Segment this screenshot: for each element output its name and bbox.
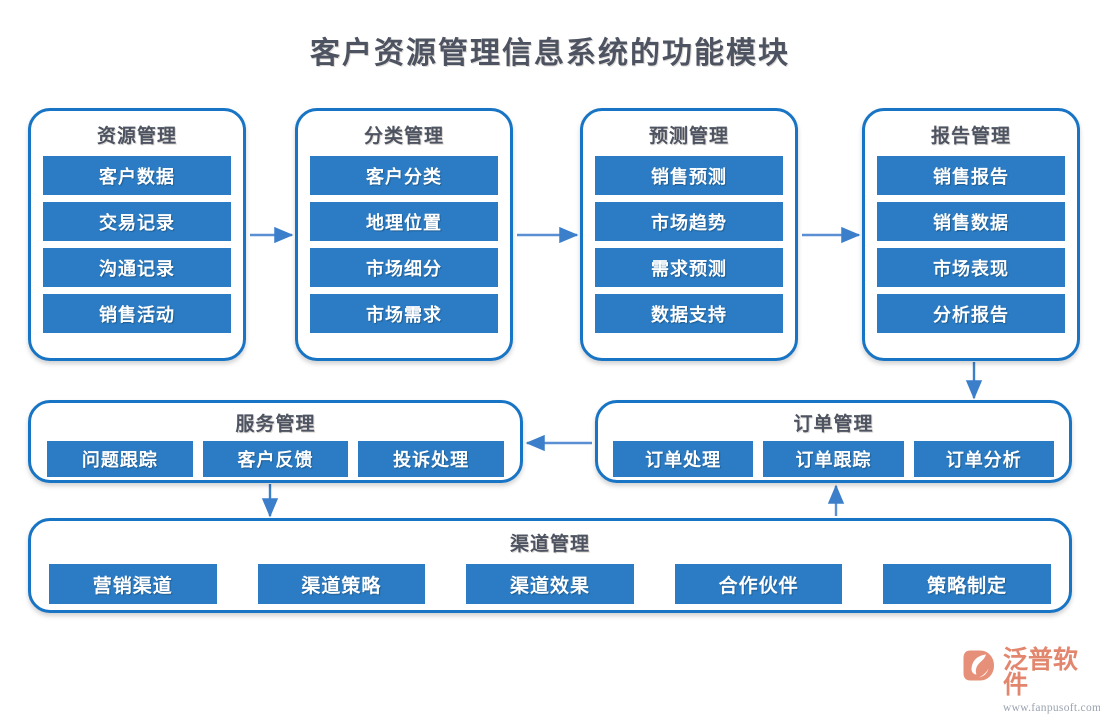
module-item-list: 客户数据 交易记录 沟通记录 销售活动 [31, 156, 243, 333]
page-title: 客户资源管理信息系统的功能模块 [310, 37, 790, 70]
module-item[interactable]: 投诉处理 [358, 441, 505, 477]
module-item[interactable]: 订单处理 [613, 441, 754, 477]
module-item[interactable]: 客户反馈 [202, 441, 349, 477]
module-item[interactable]: 渠道策略 [257, 564, 426, 604]
module-item[interactable]: 分析报告 [877, 294, 1065, 333]
module-order-management[interactable]: 订单管理 订单处理 订单跟踪 订单分析 [595, 400, 1072, 483]
module-item[interactable]: 地理位置 [310, 202, 498, 241]
module-item[interactable]: 问题跟踪 [47, 441, 193, 477]
module-channel-management[interactable]: 渠道管理 营销渠道 渠道策略 渠道效果 合作伙伴 策略制定 [28, 518, 1072, 613]
module-item-list: 订单处理 订单跟踪 订单分析 [598, 441, 1069, 477]
brand-url: www.fanpusoft.com [1003, 702, 1100, 714]
module-title: 报告管理 [930, 126, 1011, 147]
module-item-list: 销售报告 销售数据 市场表现 分析报告 [865, 156, 1077, 333]
module-title: 订单管理 [793, 414, 874, 435]
module-item[interactable]: 客户分类 [310, 156, 498, 195]
module-item[interactable]: 需求预测 [595, 248, 783, 287]
module-item-list: 问题跟踪 客户反馈 投诉处理 [31, 441, 520, 477]
module-title: 服务管理 [235, 414, 316, 435]
brand-name: 泛普软件 [1003, 647, 1079, 699]
module-title: 预测管理 [648, 126, 729, 147]
module-item[interactable]: 销售活动 [43, 294, 231, 333]
module-forecast-management[interactable]: 预测管理 销售预测 市场趋势 需求预测 数据支持 [580, 108, 798, 361]
module-category-management[interactable]: 分类管理 客户分类 地理位置 市场细分 市场需求 [295, 108, 513, 361]
module-title: 渠道管理 [509, 534, 590, 555]
module-report-management[interactable]: 报告管理 销售报告 销售数据 市场表现 分析报告 [862, 108, 1080, 361]
module-item[interactable]: 市场细分 [310, 248, 498, 287]
module-item[interactable]: 数据支持 [595, 294, 783, 333]
module-item-list: 销售预测 市场趋势 需求预测 数据支持 [583, 156, 795, 333]
module-item[interactable]: 策略制定 [883, 564, 1051, 604]
brand-logo: 泛普软件 www.fanpusoft.com [962, 648, 1100, 714]
module-item[interactable]: 合作伙伴 [674, 564, 843, 604]
module-resource-management[interactable]: 资源管理 客户数据 交易记录 沟通记录 销售活动 [28, 108, 246, 361]
module-service-management[interactable]: 服务管理 问题跟踪 客户反馈 投诉处理 [28, 400, 523, 483]
module-item[interactable]: 订单跟踪 [763, 441, 904, 477]
module-item[interactable]: 订单分析 [913, 441, 1054, 477]
module-item[interactable]: 市场需求 [310, 294, 498, 333]
module-item[interactable]: 市场趋势 [595, 202, 783, 241]
module-item[interactable]: 市场表现 [877, 248, 1065, 287]
module-item-list: 客户分类 地理位置 市场细分 市场需求 [298, 156, 510, 333]
module-item[interactable]: 客户数据 [43, 156, 231, 195]
module-item[interactable]: 渠道效果 [466, 564, 634, 604]
module-item[interactable]: 销售预测 [595, 156, 783, 195]
module-item-list: 营销渠道 渠道策略 渠道效果 合作伙伴 策略制定 [31, 564, 1069, 604]
module-title: 资源管理 [96, 126, 177, 147]
module-item[interactable]: 销售数据 [877, 202, 1065, 241]
fanpu-logo-icon [963, 650, 994, 681]
module-item[interactable]: 营销渠道 [49, 564, 217, 604]
brand-text: 泛普软件 www.fanpusoft.com [1003, 648, 1100, 714]
module-title: 分类管理 [363, 126, 444, 147]
module-item[interactable]: 沟通记录 [43, 248, 231, 287]
module-item[interactable]: 交易记录 [43, 202, 231, 241]
module-item[interactable]: 销售报告 [877, 156, 1065, 195]
